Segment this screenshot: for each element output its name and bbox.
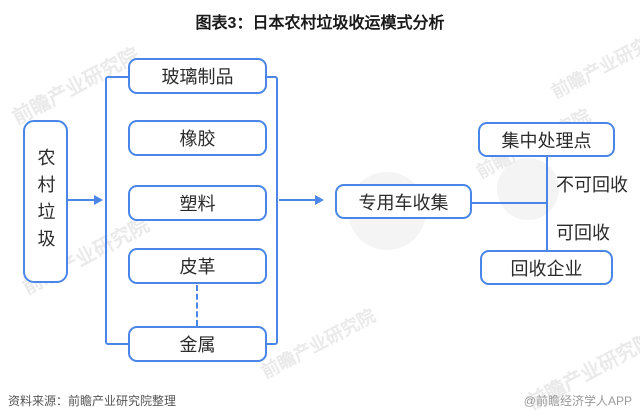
connector-collection-to-branch	[472, 202, 548, 204]
watermark-text: 前瞻产业研究院	[548, 25, 640, 103]
node-leather: 皮革	[128, 248, 267, 284]
node-glass-products: 玻璃制品	[128, 58, 267, 94]
arrow-group-to-collection-line	[279, 199, 316, 201]
footer-source-note: 资料来源：前瞻产业研究院整理	[8, 394, 177, 408]
node-label: 专用车收集	[358, 192, 449, 213]
node-label: 塑料	[179, 194, 216, 214]
footer-attribution: @前瞻经济学人APP	[523, 394, 632, 408]
node-metal: 金属	[128, 326, 267, 362]
node-special-vehicle-collection: 专用车收集	[335, 184, 472, 219]
arrow-source-to-group-head	[94, 195, 103, 205]
arrow-source-to-group-line	[68, 199, 95, 201]
node-label: 橡胶	[179, 129, 216, 149]
arrow-group-to-collection-head	[315, 195, 324, 205]
connector-branch-vertical	[546, 157, 548, 250]
node-label: 玻璃制品	[161, 67, 234, 87]
node-plastic: 塑料	[128, 185, 267, 221]
branch-label-non-recyclable: 不可回收	[556, 175, 628, 195]
node-label: 回收企业	[510, 258, 583, 279]
node-label: 金属	[179, 335, 216, 355]
dashed-ellipsis-connector	[196, 285, 198, 326]
figure-title: 图表3：日本农村垃圾收运模式分析	[195, 15, 445, 32]
node-rural-waste: 农村垃圾	[23, 120, 68, 283]
branch-label-recyclable: 可回收	[556, 223, 610, 243]
node-label: 集中处理点	[501, 130, 592, 151]
node-label: 农村垃圾	[35, 147, 56, 256]
node-rubber: 橡胶	[128, 120, 267, 156]
node-centralized-treatment-point: 集中处理点	[478, 122, 615, 157]
watermark-logo	[497, 158, 559, 220]
node-label: 皮革	[179, 257, 216, 277]
node-recycling-enterprise: 回收企业	[480, 250, 613, 285]
